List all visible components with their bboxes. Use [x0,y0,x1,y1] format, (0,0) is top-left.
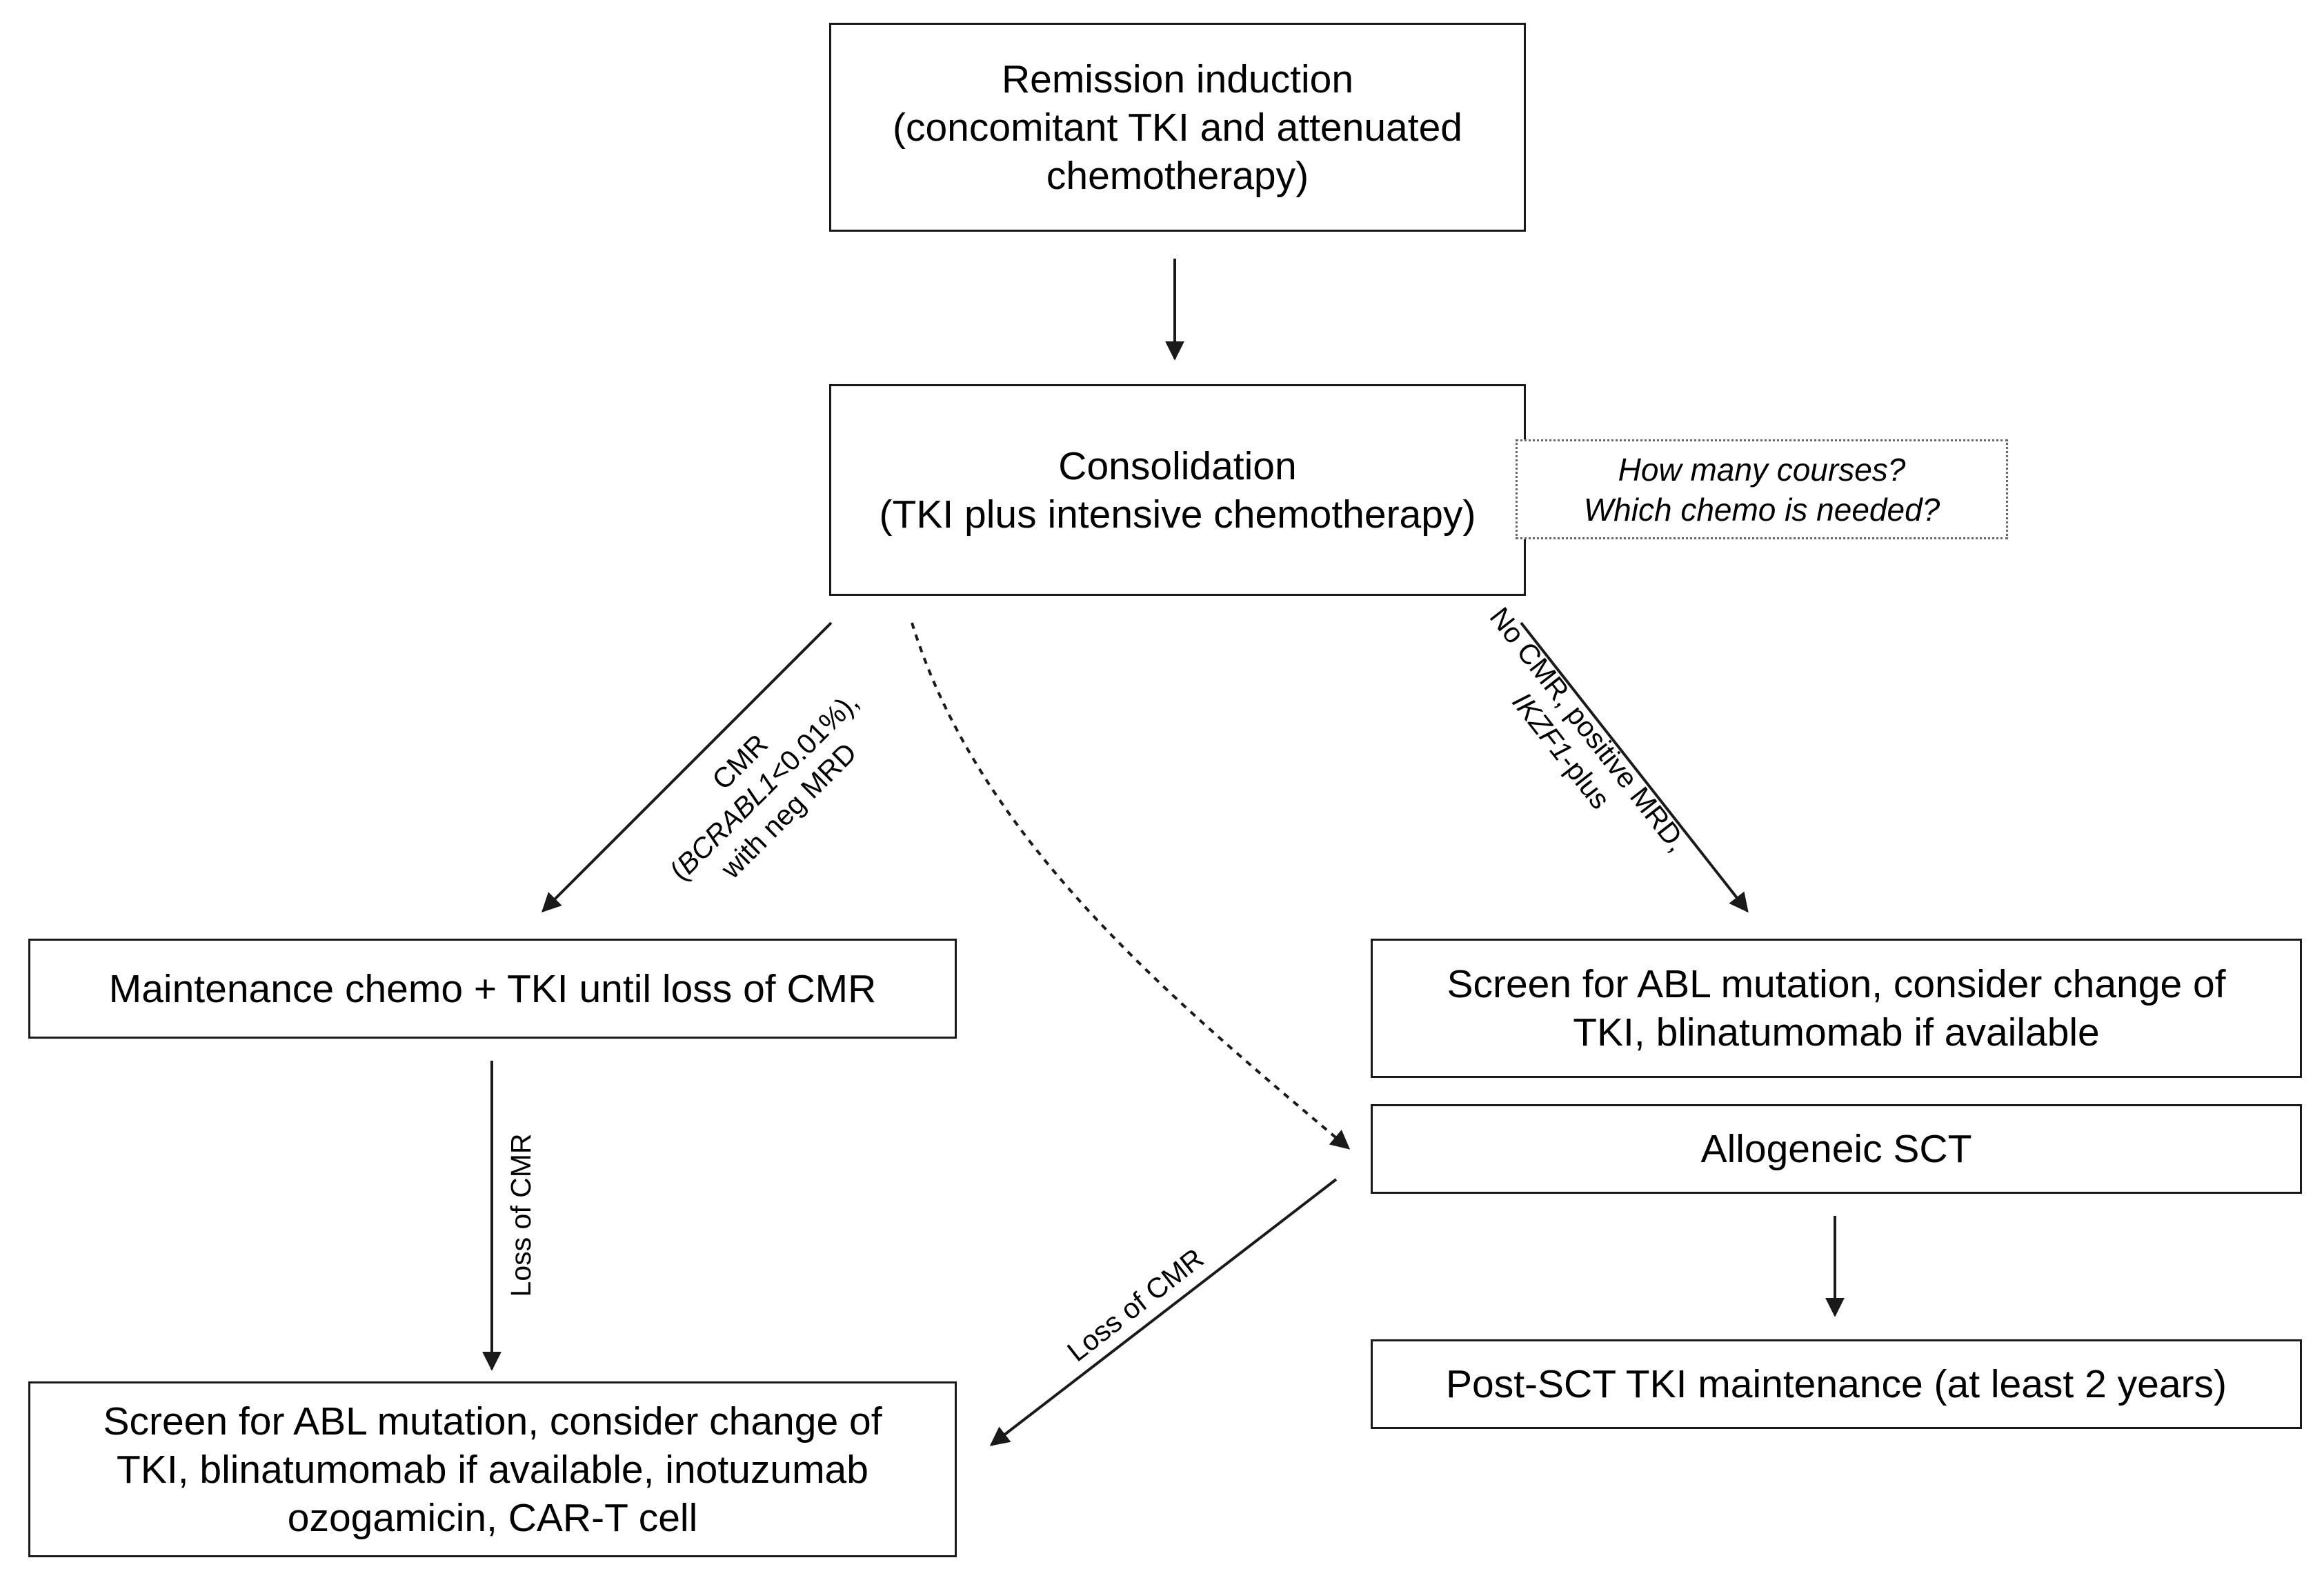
node-screen-right-line2: TKI, blinatumomab if available [1573,1010,2100,1055]
node-consolidation-line1: Consolidation [1058,443,1297,488]
edge-label-loss-cmr-vertical-text: Loss of CMR [505,1133,537,1297]
node-screen-right: Screen for ABL mutation, consider change… [1371,939,2302,1078]
node-screen-right-line1: Screen for ABL mutation, consider change… [1447,962,2226,1006]
arrow-allo-sct-to-screen-left [989,1178,1338,1446]
node-post-sct: Post-SCT TKI maintenance (at least 2 yea… [1371,1339,2302,1429]
node-screen-left-line1: Screen for ABL mutation, consider change… [103,1399,882,1443]
node-remission-induction-line1: Remission induction [1001,57,1354,101]
arrow-consolidation-to-allo-sct-dotted [911,622,1351,1150]
consolidation-note: How many courses? Which chemo is needed? [1516,439,2008,539]
node-screen-left-line3: ozogamicin, CAR-T cell [287,1495,698,1540]
arrow-consolidation-to-screen-right [1520,621,1749,913]
arrow-consolidation-to-maintenance [542,621,833,912]
node-maintenance: Maintenance chemo + TKI until loss of CM… [28,939,957,1039]
node-remission-induction: Remission induction (concomitant TKI and… [829,23,1526,232]
node-post-sct-line1: Post-SCT TKI maintenance (at least 2 yea… [1445,1362,2227,1406]
node-screen-left-line2: TKI, blinatumomab if available, inotuzum… [117,1447,868,1492]
node-remission-induction-line3: chemotherapy) [1046,153,1309,198]
node-screen-left: Screen for ABL mutation, consider change… [28,1381,957,1557]
node-maintenance-line1: Maintenance chemo + TKI until loss of CM… [108,966,877,1011]
consolidation-note-line1: How many courses? [1618,451,1906,488]
node-consolidation-line2: (TKI plus intensive chemotherapy) [879,492,1476,537]
consolidation-note-line2: Which chemo is needed? [1583,491,1940,528]
node-remission-induction-line2: (concomitant TKI and attenuated [893,105,1462,150]
node-allogeneic-sct: Allogeneic SCT [1371,1104,2302,1194]
edge-label-loss-cmr-vertical: Loss of CMR [504,1134,538,1297]
node-allogeneic-sct-line1: Allogeneic SCT [1700,1127,1972,1171]
node-consolidation: Consolidation (TKI plus intensive chemot… [829,384,1526,596]
